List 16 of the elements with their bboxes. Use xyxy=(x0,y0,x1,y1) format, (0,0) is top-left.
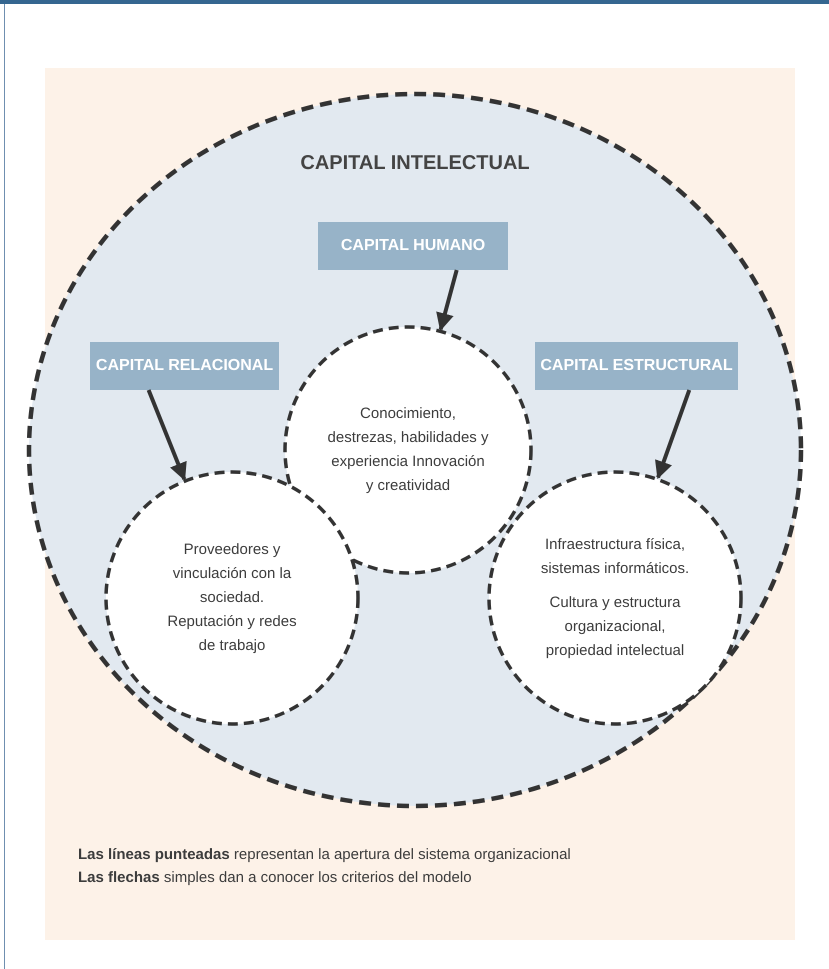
arrow xyxy=(655,389,692,480)
circle-text: Proveedores y vinculación con la sociedad. Reputación y redes de trabajo xyxy=(166,540,298,656)
category-label: CAPITAL HUMANO xyxy=(318,222,508,270)
category-label: CAPITAL RELACIONAL xyxy=(90,342,279,390)
circle-text: Infraestructura física, sistemas informáticos. xyxy=(540,535,690,579)
heading: CAPITAL INTELECTUAL xyxy=(299,152,531,175)
arrow xyxy=(436,269,459,332)
dashed-circle xyxy=(487,470,743,726)
arrow xyxy=(146,389,187,481)
circle-text: Cultura y estructura organizacional, propiedad intelectual xyxy=(544,593,686,661)
legend-note: Las flechas simples dan a conocer los criterios del modelo xyxy=(78,869,472,886)
category-label: CAPITAL ESTRUCTURAL xyxy=(535,342,738,390)
dashed-circle xyxy=(104,470,360,726)
dashed-ellipse xyxy=(27,92,803,808)
circle-text: Conocimiento, destrezas, habilidades y experiencia Innovación y creatividad xyxy=(326,404,490,496)
legend-note: Las líneas punteadas representan la apertura del sistema organizacional xyxy=(78,846,571,863)
